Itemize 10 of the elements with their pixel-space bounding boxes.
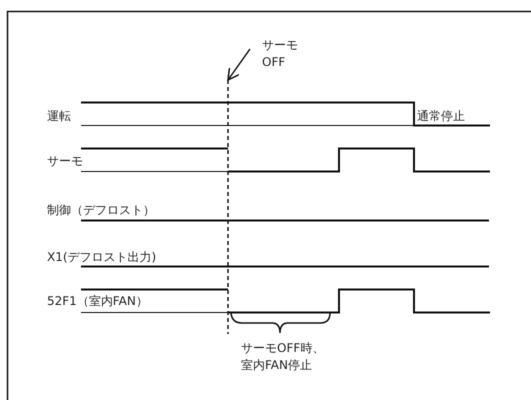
- state-label: 通常停止: [417, 108, 465, 125]
- signal-name: 制御（デフロスト）: [47, 202, 155, 219]
- signal-name: サーモ: [47, 153, 83, 170]
- signal-name: X1(デフロスト出力): [47, 249, 156, 266]
- signal-name: 運転: [47, 108, 71, 125]
- dashed-line: [227, 80, 229, 334]
- arrow: [227, 48, 251, 81]
- note-text: サーモOFF時、室内FAN停止: [241, 340, 326, 374]
- signal-name: 52F1（室内FAN）: [47, 293, 148, 310]
- callout-text: サーモ OFF: [262, 38, 298, 69]
